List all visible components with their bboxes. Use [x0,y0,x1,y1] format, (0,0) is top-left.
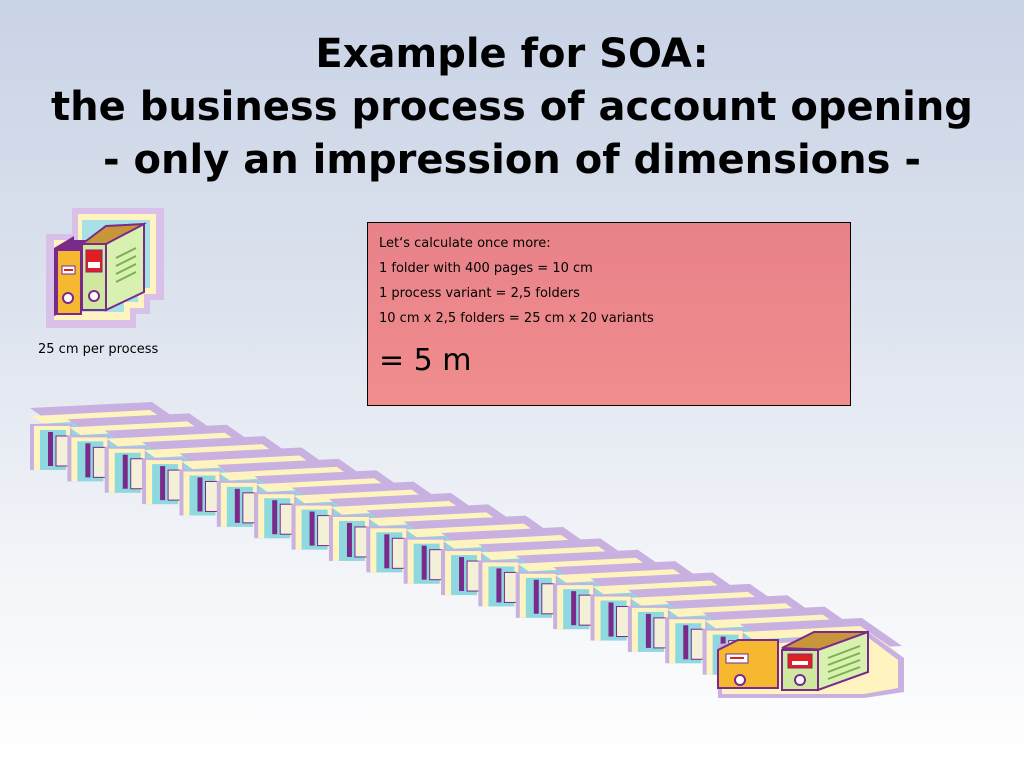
calculation-box: Let‘s calculate once more: 1 folder with… [367,222,851,406]
calc-line-3: 1 process variant = 2,5 folders [379,286,580,301]
process-caption: 25 cm per process [38,342,159,357]
slide-title: Example for SOA: the business process of… [0,28,1024,187]
title-line-3: - only an impression of dimensions - [103,137,921,183]
front-binder-icon [717,630,904,698]
calc-line-4: 10 cm x 2,5 folders = 25 cm x 20 variant… [379,311,654,326]
calc-line-2: 1 folder with 400 pages = 10 cm [379,261,593,276]
binder-folders-icon [46,208,164,328]
calc-result: = 5 m [379,343,472,378]
title-line-1: Example for SOA: [315,31,709,77]
title-line-2: the business process of account opening [51,84,973,130]
calc-line-1: Let‘s calculate once more: [379,236,551,251]
